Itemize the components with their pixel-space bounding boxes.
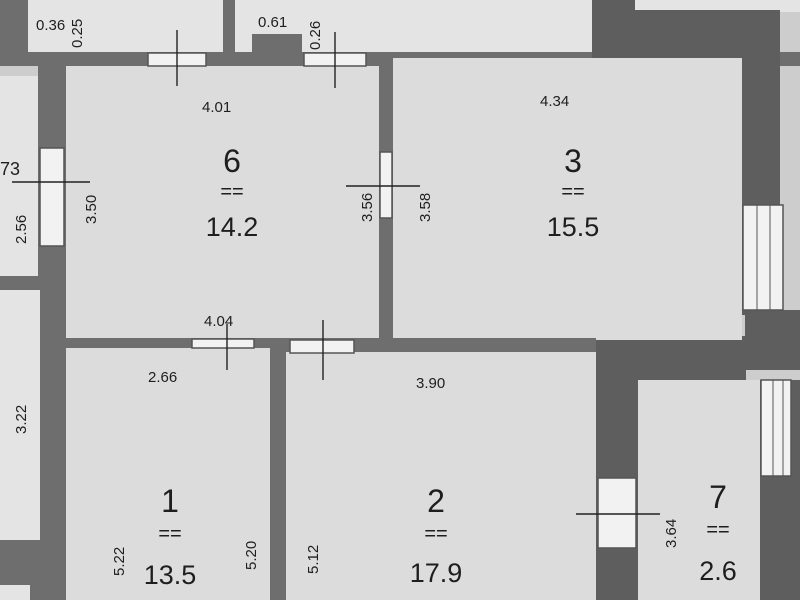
- area-separator: ==: [158, 523, 181, 545]
- wall-left: [38, 66, 66, 600]
- room-area: 17.9: [410, 558, 463, 588]
- room-left-lower: [0, 290, 40, 540]
- dimension-label: 3.50: [83, 195, 100, 224]
- dimension-label: 2.66: [148, 369, 177, 386]
- wall: [0, 0, 28, 60]
- room-number: 2: [427, 483, 445, 519]
- room-2: [286, 352, 596, 600]
- area-separator: ==: [561, 181, 584, 203]
- room-number: 7: [709, 479, 727, 515]
- wall: [635, 10, 780, 60]
- door-opening: [191, 338, 255, 349]
- dimension-label: 5.22: [111, 547, 128, 576]
- dimension-label: 4.01: [202, 99, 231, 116]
- dimension-label: 3.22: [13, 405, 30, 434]
- dimension-label: 3.64: [663, 519, 680, 548]
- wall-pillar: [252, 34, 302, 54]
- room-area: 14.2: [206, 212, 259, 242]
- wall: [223, 0, 235, 58]
- dimension-label: 3.90: [416, 375, 445, 392]
- wall: [745, 310, 800, 370]
- room-top-left: [28, 0, 223, 52]
- dimension-label: 0.36: [36, 17, 65, 34]
- dimension-label: 0.61: [258, 14, 287, 31]
- area-separator: ==: [706, 519, 729, 541]
- dimension-label: 2.56: [13, 215, 30, 244]
- dimension-label: 0.26: [307, 21, 324, 50]
- room-area: 13.5: [144, 560, 197, 590]
- room-number: 3: [564, 143, 582, 179]
- dimension-label: 4.04: [204, 313, 233, 330]
- window-room-3: [742, 204, 784, 311]
- room-left-bottom: [0, 585, 30, 600]
- wall-1-2: [270, 342, 286, 600]
- room-1: [66, 348, 270, 600]
- door-opening: [597, 477, 637, 549]
- room-top-right: [635, 0, 800, 12]
- dimension-label: 5.12: [305, 545, 322, 574]
- wall: [592, 0, 635, 60]
- room-area: 2.6: [699, 556, 737, 586]
- dimension-label: 3.56: [359, 193, 376, 222]
- area-separator: ==: [424, 523, 447, 545]
- room-number: 6: [223, 143, 241, 179]
- door-opening: [289, 339, 355, 354]
- wall-room7-left: [596, 336, 638, 600]
- room-6: [66, 66, 379, 338]
- door-opening: [379, 151, 393, 219]
- dimension-label: 73: [0, 159, 20, 179]
- room-3: [393, 58, 742, 340]
- dimension-label: 4.34: [540, 93, 569, 110]
- window-room-7: [760, 379, 792, 477]
- area-separator: ==: [220, 181, 243, 203]
- dimension-label: 3.58: [417, 193, 434, 222]
- door-opening: [39, 147, 65, 247]
- wall: [0, 276, 48, 290]
- dimension-label: 5.20: [243, 541, 260, 570]
- room-left-upper: [0, 76, 38, 276]
- room-number: 1: [161, 483, 179, 519]
- dimension-label: 0.25: [69, 19, 86, 48]
- room-7: [638, 380, 760, 600]
- room-area: 15.5: [547, 212, 600, 242]
